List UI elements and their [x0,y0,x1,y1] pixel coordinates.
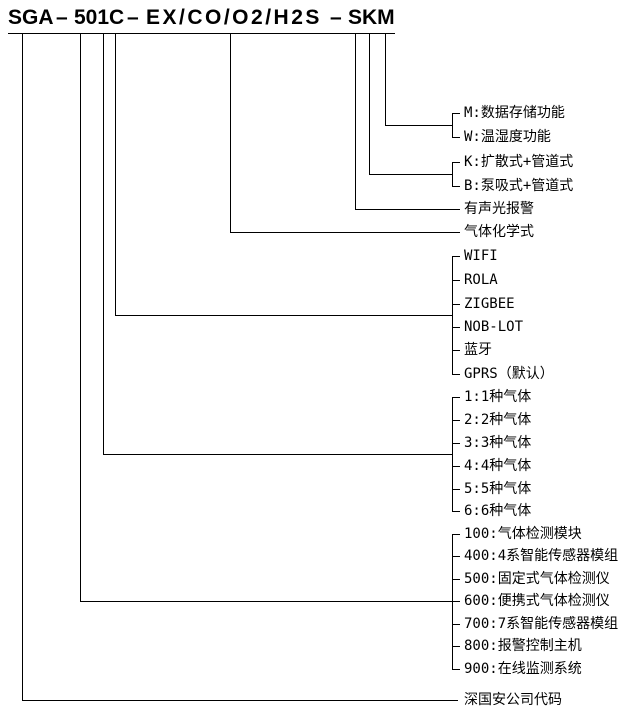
tick [452,511,460,512]
connector-sampling-feed [369,174,452,175]
tick [452,113,460,114]
tick [452,350,460,351]
tick [452,534,460,535]
title-gas-formula: EX/CO/O2/H2S [146,6,322,29]
title-separator: – [127,6,139,29]
tick [452,186,460,187]
connector-c-drop [115,33,116,315]
tick [452,327,460,328]
label-series-100: 100:气体检测模块 [464,526,582,542]
connector-sga-drop [22,33,23,700]
label-comm-rola: ROLA [464,272,498,288]
label-gas-2: 2:2种气体 [464,412,532,428]
bracket-comm [452,256,453,375]
tick [452,162,460,163]
bracket-sampling [452,162,453,187]
connector-chemical-feed [230,232,460,233]
label-gas-chemical: 气体化学式 [464,224,534,240]
tick [452,601,460,602]
connector-gascount-feed [103,454,452,455]
label-comm-bluetooth: 蓝牙 [464,342,492,358]
label-comm-wifi: WIFI [464,248,498,264]
label-w-temp-humidity: W:温湿度功能 [464,129,551,145]
title-function-code: SKM [348,6,395,29]
connector-5-drop [80,33,81,601]
label-comm-noblot: NOB-LOT [464,319,524,335]
label-gas-1: 1:1种气体 [464,389,532,405]
connector-k-drop [369,33,370,174]
tick [452,443,460,444]
title-separator: – [330,6,342,29]
tick [452,556,460,557]
tick [452,669,460,670]
tick [452,280,460,281]
connector-comm-feed [115,315,452,316]
label-series-900: 900:在线监测系统 [464,661,582,677]
tick [452,304,460,305]
label-company-code: 深国安公司代码 [464,692,562,708]
label-b-pump-duct: B:泵吸式+管道式 [464,178,574,194]
connector-storage-feed [385,125,452,126]
label-comm-gprs: GPRS（默认） [464,366,554,382]
label-gas-6: 6:6种气体 [464,503,532,519]
title-separator: – [56,6,68,29]
connector-1-drop [103,33,104,454]
label-k-diffusion-duct: K:扩散式+管道式 [464,154,574,170]
label-series-800: 800:报警控制主机 [464,638,582,654]
label-gas-3: 3:3种气体 [464,435,532,451]
label-m-data-storage: M:数据存储功能 [464,105,565,121]
connector-s-drop [355,33,356,209]
label-gas-5: 5:5种气体 [464,481,532,497]
tick [452,256,460,257]
tick [452,420,460,421]
label-series-400: 400:4系智能传感器模组 [464,548,619,564]
tick [452,646,460,647]
label-sound-light-alarm: 有声光报警 [464,201,534,217]
connector-series-feed [80,601,452,602]
title-company-code: SGA [8,6,54,29]
label-comm-zigbee: ZIGBEE [464,296,515,312]
title-series-code: 501C [74,6,125,29]
label-series-700: 700:7系智能传感器模组 [464,616,619,632]
label-series-600: 600:便携式气体检测仪 [464,593,610,609]
bracket-gascount [452,397,453,512]
bracket-series [452,534,453,670]
label-gas-4: 4:4种气体 [464,458,532,474]
title-underline [8,33,395,34]
connector-company-feed [22,700,458,701]
tick [452,624,460,625]
connector-m-drop [385,33,386,125]
tick [452,489,460,490]
label-series-500: 500:固定式气体检测仪 [464,571,610,587]
tick [452,374,460,375]
tick [452,466,460,467]
connector-alarm-feed [355,209,460,210]
tick [452,579,460,580]
connector-gas-drop [230,33,231,232]
tick [452,397,460,398]
tick [452,137,460,138]
bracket-storage [452,113,453,138]
